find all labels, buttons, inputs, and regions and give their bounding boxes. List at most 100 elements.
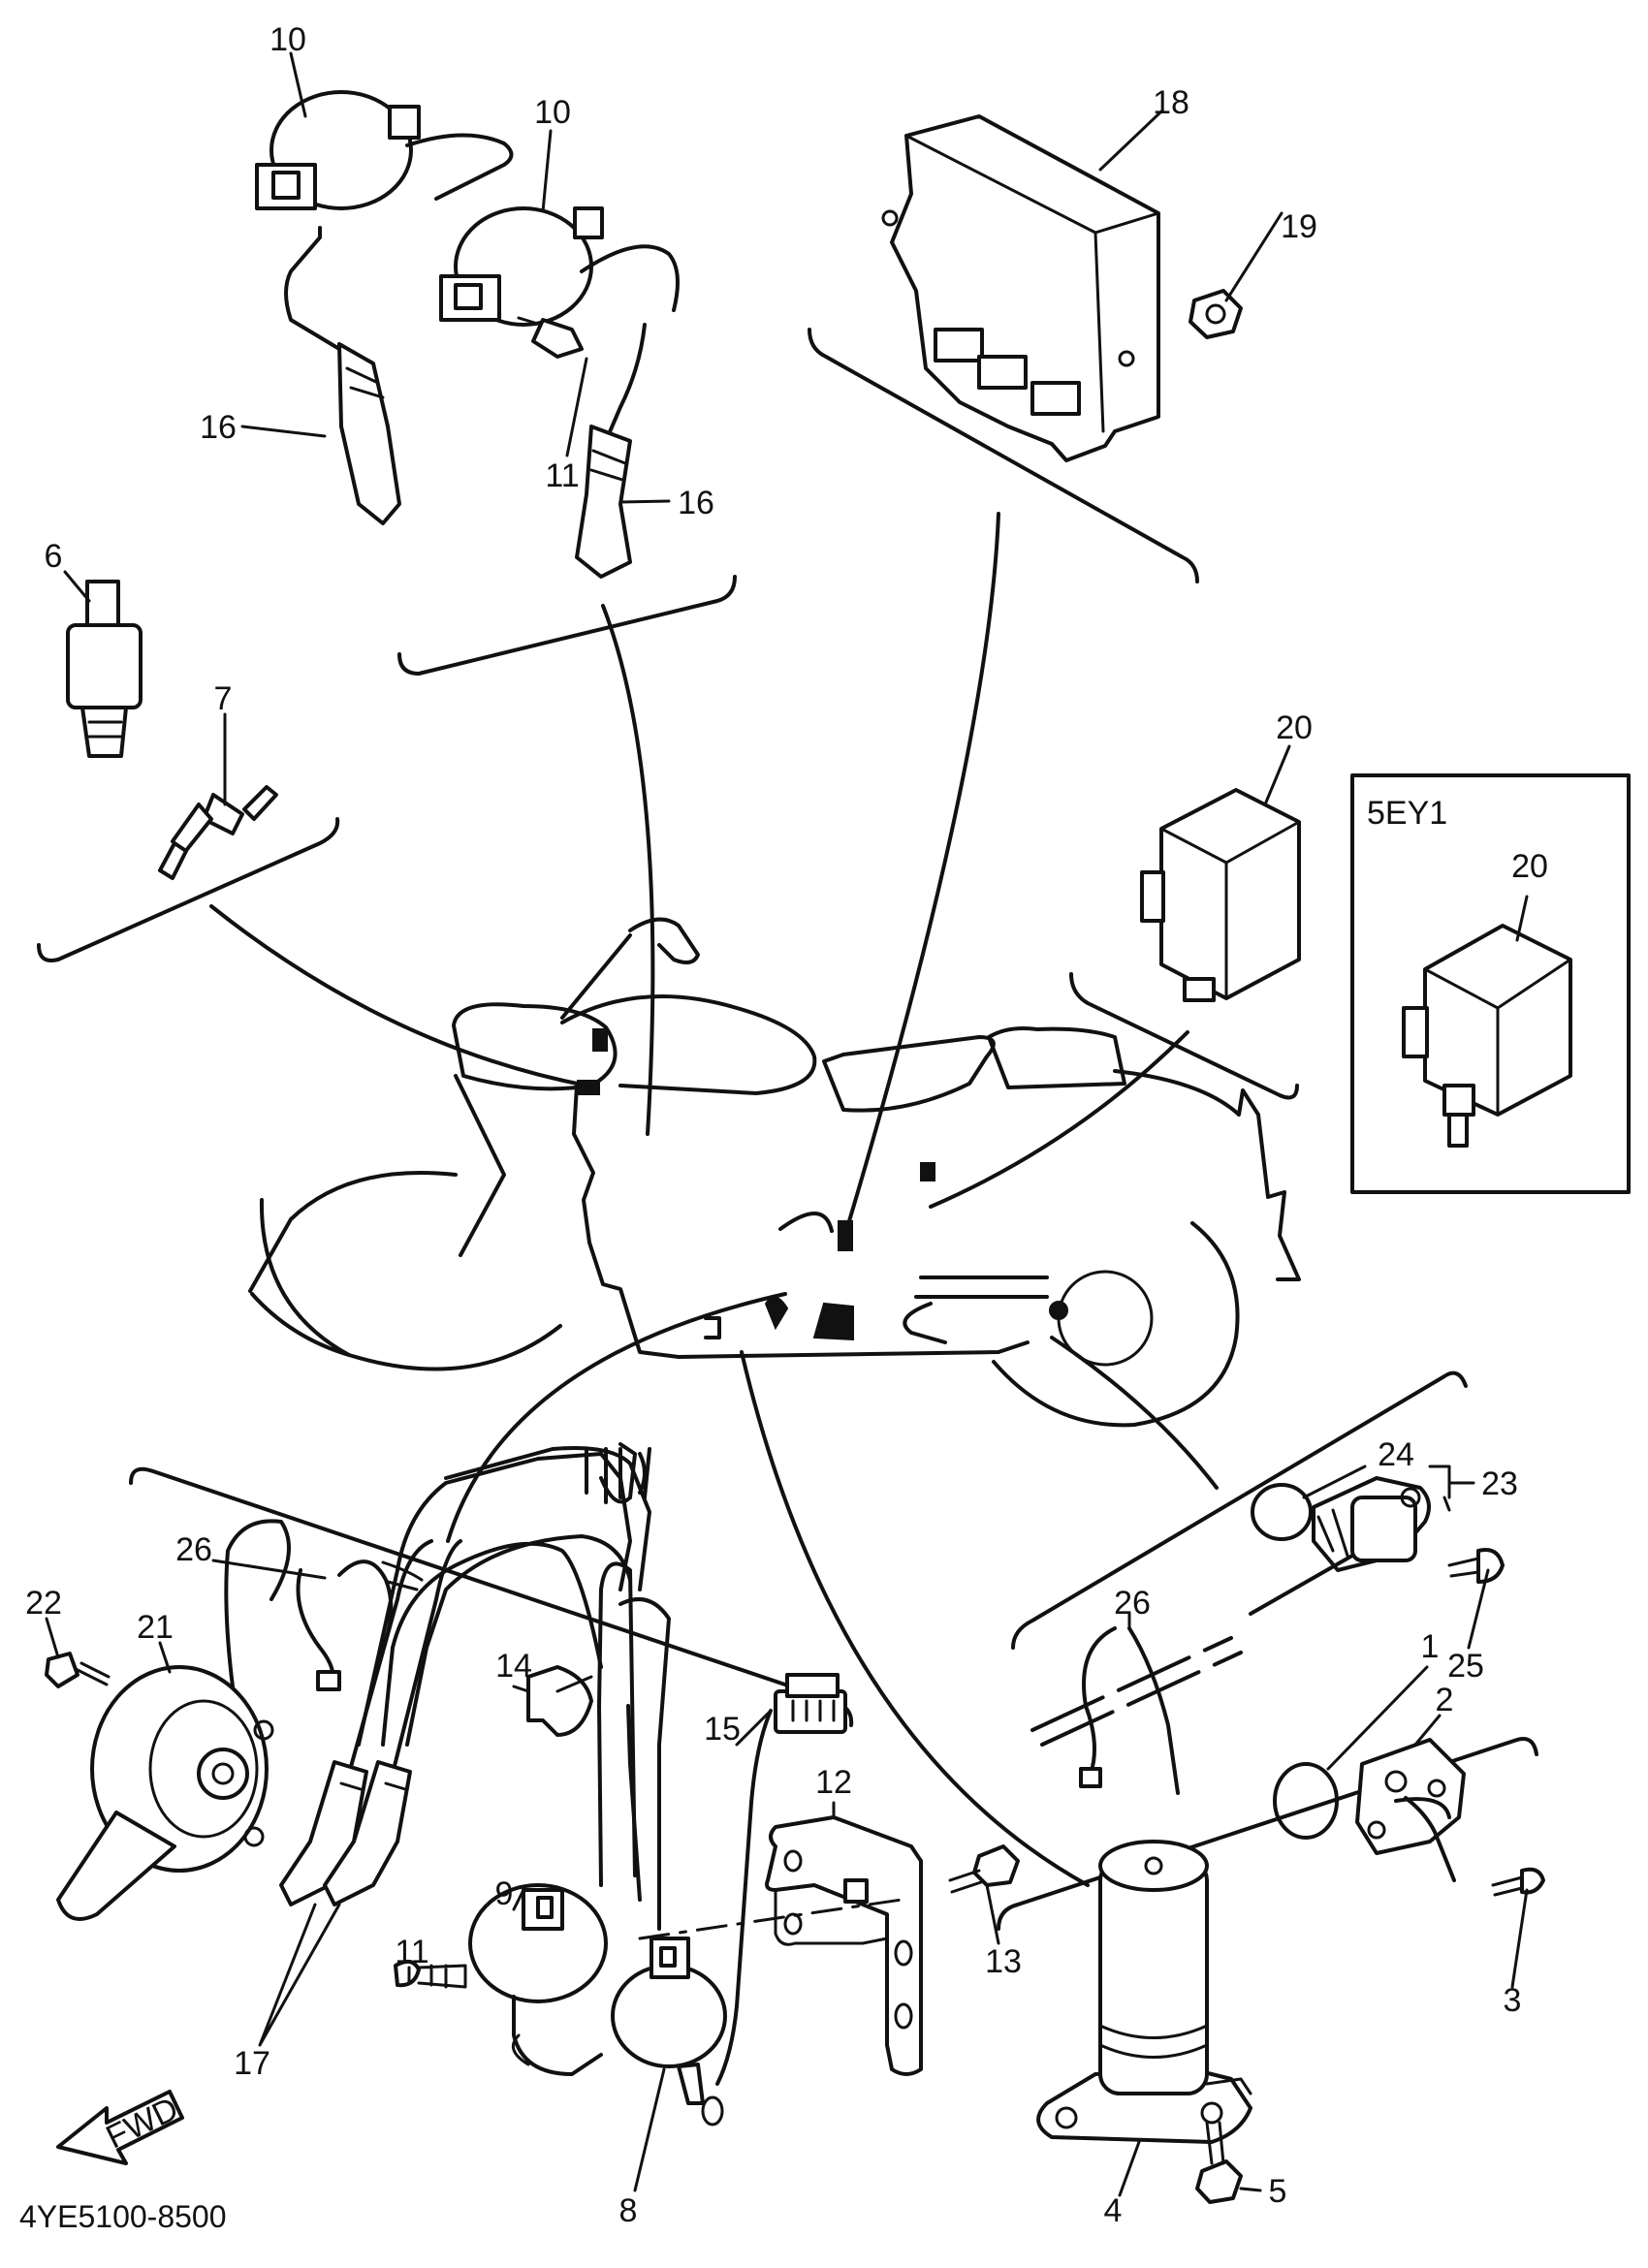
rear-wheel	[992, 1221, 1240, 1428]
part-8-ignition-coil	[611, 1937, 727, 2126]
leader-fuel-parts	[740, 1350, 1090, 1887]
callout-25: 25	[1447, 1648, 1484, 1685]
callout-26-left: 26	[175, 1531, 212, 1568]
mark-horn	[704, 1316, 721, 1339]
callout-12: 12	[815, 1764, 852, 1801]
engine-upper	[778, 1212, 834, 1233]
bracket-ignition-coils	[397, 575, 737, 676]
leader-ecu	[841, 512, 1000, 1243]
callout-18: 18	[1153, 84, 1189, 121]
mark-fuel-pump	[764, 1296, 789, 1331]
seat-rear	[987, 1026, 1126, 1089]
bracket-sensors	[37, 817, 340, 962]
front-wheel-left	[250, 1292, 351, 1357]
callout-14: 14	[495, 1648, 532, 1685]
callout-11-top: 11	[545, 457, 579, 494]
bracket-relay	[1069, 972, 1299, 1100]
group-brackets	[37, 328, 1538, 1931]
callout-20-inset: 20	[1511, 848, 1548, 885]
callout-labels: 10 10 16 11 16 18 19 6 7 20 20 24 23 25 …	[25, 21, 1548, 2229]
callout-3: 3	[1504, 1982, 1522, 2019]
callout-7: 7	[214, 680, 233, 717]
mark-ignition	[592, 1028, 608, 1052]
part-6-thermo-switch	[66, 580, 143, 758]
handlebar	[628, 917, 700, 965]
fwd-label: FWD	[101, 2090, 184, 2156]
front-wheel	[259, 1198, 562, 1371]
inset-label: 5EY1	[1367, 795, 1447, 832]
part-20-relay	[1140, 788, 1301, 1002]
part-18-ecu	[881, 114, 1160, 462]
part-22-bolt	[45, 1652, 111, 1688]
callout-20: 20	[1276, 709, 1313, 746]
bracket-ecu	[808, 328, 1199, 583]
part-23-speed-sensor	[1249, 1476, 1431, 1616]
seat-front	[822, 1035, 996, 1113]
motorcycle-outline	[248, 917, 1301, 1428]
bracket-harness-ignition	[129, 1466, 854, 1727]
fwd-arrow: FWD	[56, 2090, 184, 2165]
ignition-harness-wires	[357, 1442, 671, 1931]
leader-curves	[209, 512, 1219, 1887]
rear-hub	[1057, 1270, 1154, 1367]
part-11-bolt-top	[517, 316, 584, 359]
callout-23: 23	[1481, 1465, 1518, 1502]
frame-lower	[572, 1084, 1030, 1359]
mark-relay	[920, 1162, 935, 1181]
callout-22: 22	[25, 1585, 62, 1622]
inset-5ey1: 5EY1	[1350, 773, 1631, 1194]
callout-10-right: 10	[534, 94, 571, 131]
part-10-ignition-coil-right	[439, 206, 680, 327]
callout-2: 2	[1436, 1682, 1454, 1718]
callout-6: 6	[45, 538, 63, 575]
callout-26-right: 26	[1114, 1585, 1151, 1622]
callout-21: 21	[137, 1609, 174, 1646]
part-12-coil-bracket	[765, 1815, 923, 2076]
mark-speed-sensor	[1049, 1301, 1068, 1320]
leader-sensors	[209, 904, 588, 1087]
headlight-fairing	[452, 1002, 618, 1091]
part-11-bolt-lower	[394, 1959, 467, 1989]
part-7-sensor-probe	[158, 785, 278, 880]
callout-5: 5	[1269, 2173, 1287, 2210]
leader-relay	[929, 1030, 1189, 1209]
part-9-ignition-coil	[468, 1883, 608, 2076]
part-4-fuel-pump	[1036, 1840, 1252, 2144]
leader-harness	[446, 1292, 787, 1543]
callout-15: 15	[704, 1711, 741, 1748]
bracket-fuel-parts	[997, 1737, 1538, 1931]
leader-speed-sensor	[1050, 1336, 1219, 1490]
mark-ecu	[838, 1220, 853, 1251]
part-13-bolt	[948, 1844, 1020, 1894]
part-19-nut	[1188, 289, 1243, 339]
part-2-o-ring	[1273, 1762, 1339, 1840]
part-14-clamp	[526, 1665, 593, 1737]
part-10-ignition-coil-left	[255, 90, 514, 210]
swingarm	[914, 1276, 1049, 1299]
callout-16-right: 16	[678, 485, 714, 521]
bracket-speed-sensor	[1011, 1370, 1468, 1650]
callout-4: 4	[1104, 2192, 1123, 2229]
diagram-code: 4YE5100-8500	[19, 2199, 227, 2234]
callout-leaders	[45, 51, 1529, 2197]
part-15-wire-lead	[715, 1673, 847, 2086]
part-25-bolt	[1447, 1548, 1505, 1584]
mark-coil-bracket	[812, 1302, 854, 1341]
callout-24: 24	[1378, 1436, 1414, 1473]
callout-17: 17	[234, 2045, 270, 2082]
callout-19: 19	[1281, 208, 1317, 245]
rear-fender	[1113, 1069, 1301, 1281]
part-16-plug-cap-left	[284, 226, 401, 525]
fwd-arrow-icon	[56, 2090, 184, 2165]
engine-lower	[903, 1302, 947, 1344]
part-24-o-ring	[1251, 1483, 1313, 1541]
part-1-fuel-sender-plate	[1355, 1738, 1466, 1882]
callout-16-left: 16	[200, 409, 237, 446]
callout-8: 8	[619, 2192, 638, 2229]
leader-ignition-coils	[601, 604, 655, 1136]
part-5-bolt	[1195, 2121, 1243, 2204]
callout-1: 1	[1421, 1628, 1440, 1665]
part-21-horn	[56, 1519, 291, 1921]
callout-9: 9	[495, 1875, 514, 1912]
